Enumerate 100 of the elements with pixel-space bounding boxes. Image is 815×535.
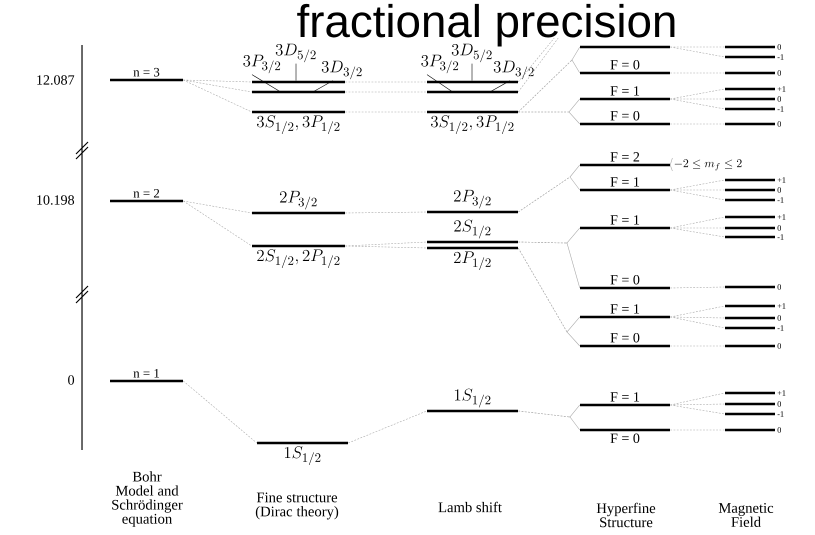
node-label: $2S_{1/2}$ — [454, 220, 490, 238]
energy-level: -1 — [725, 54, 784, 60]
node-label: $2S_{1/2}, 2P_{1/2}$ — [257, 249, 340, 268]
dashed-connector — [670, 190, 726, 200]
node-label: F = 1 — [610, 304, 640, 314]
node-label: n = 3 — [134, 68, 160, 76]
axis-value: 10.198 — [37, 195, 74, 205]
node-label: F = 0 — [610, 332, 640, 342]
split-connector — [518, 242, 580, 288]
node-label: $1S_{1/2}$ — [284, 446, 320, 466]
node-label: +1 — [778, 86, 786, 92]
node-label: F = 0 — [610, 274, 640, 284]
dashed-connector — [182, 200, 252, 214]
energy-level: 0 — [725, 44, 781, 50]
energy-level: -1 — [725, 197, 784, 203]
energy-level: $2S_{1/2}$ — [427, 220, 518, 244]
dashed-connector — [518, 38, 559, 92]
node-label: -1 — [778, 411, 784, 417]
node-label: -1 — [778, 325, 784, 331]
dashed-connector — [348, 410, 428, 444]
column-caption: Bohr Model and Schrödinger equation — [112, 471, 183, 527]
dashed-connector — [344, 246, 428, 248]
node-label: $1S_{1/2}$ — [454, 388, 490, 408]
node-label: F = 2 — [610, 152, 640, 162]
energy-level-bar — [252, 90, 345, 94]
column-caption: Fine structure (Dirac theory) — [256, 492, 338, 520]
split-connector — [518, 60, 580, 112]
energy-level: 0 — [725, 96, 781, 102]
node-label: +1 — [778, 303, 786, 309]
energy-level: 0 — [725, 225, 781, 231]
node-label: 0 — [778, 427, 782, 433]
node-label: $2P_{3/2}$ — [280, 190, 317, 210]
energy-level: F = 0 — [580, 60, 670, 74]
energy-level-bar — [427, 80, 518, 84]
energy-level: $3S_{1/2}, 3P_{1/2}$ — [252, 110, 345, 134]
node-label: 0 — [778, 225, 782, 231]
energy-level: -1 — [725, 106, 784, 112]
node-label: 0 — [778, 70, 782, 76]
dashed-connector — [670, 404, 726, 414]
energy-level: F = 0 — [580, 110, 670, 126]
node-label: F = 0 — [610, 60, 640, 70]
node-label: -1 — [778, 197, 784, 203]
dashed-connector — [670, 286, 726, 288]
energy-level: F = 0 — [580, 274, 670, 290]
dashed-connector — [182, 80, 252, 112]
dashed-connector — [670, 72, 726, 74]
leader-line — [489, 80, 510, 92]
node-label: n = 1 — [134, 368, 160, 378]
energy-level: $2P_{1/2}$ — [427, 246, 518, 270]
energy-level: +1 — [725, 303, 786, 309]
dashed-connector — [670, 46, 726, 58]
dashed-connector — [518, 38, 555, 82]
energy-level: $1S_{1/2}$ — [427, 388, 518, 412]
axis-value: 12.087 — [37, 75, 74, 85]
energy-level: F = 1 — [580, 392, 670, 406]
energy-level: 0 — [725, 401, 781, 407]
energy-level: $2P_{3/2}$ — [427, 190, 518, 214]
node-label: 0 — [778, 187, 782, 193]
node-label: F = 1 — [610, 392, 640, 402]
node-label: $3S_{1/2}, 3P_{1/2}$ — [257, 115, 340, 134]
energy-level: +1 — [725, 390, 786, 396]
dashed-connector — [670, 404, 726, 406]
split-connector — [518, 176, 580, 212]
column-caption: Hyperfine Structure — [596, 502, 656, 528]
dashed-connector — [182, 200, 252, 246]
leader-line — [426, 74, 454, 92]
energy-level: 0 — [725, 284, 781, 290]
node-label: 0 — [778, 284, 782, 290]
energy-level: -1 — [725, 411, 784, 417]
column-caption: Magnetic Field — [718, 503, 774, 527]
energy-level: -1 — [725, 325, 784, 331]
energy-level: $2P_{3/2}$ — [252, 190, 345, 214]
energy-level: 0 — [725, 70, 781, 76]
level-label: $3D_{3/2}$ — [322, 60, 362, 80]
node-label: 0 — [778, 315, 782, 321]
energy-level-bar — [427, 90, 518, 94]
node-label: +1 — [778, 177, 786, 183]
node-label: F = 1 — [610, 177, 640, 186]
node-label: F = 0 — [610, 110, 640, 120]
energy-level: +1 — [725, 86, 786, 92]
axis-value: 0 — [68, 375, 74, 385]
energy-level: 0 — [725, 343, 781, 349]
dashed-connector — [182, 380, 258, 444]
dashed-connector — [182, 80, 252, 82]
energy-level: $2S_{1/2}, 2P_{1/2}$ — [252, 244, 345, 268]
energy-level: F = 1 — [580, 215, 670, 230]
split-lines — [670, 158, 673, 172]
node-label: 0 — [778, 44, 782, 50]
node-label: F = 1 — [610, 215, 640, 224]
node-label: -1 — [778, 234, 784, 240]
energy-level: 0 — [725, 315, 781, 321]
energy-level: $1S_{1/2}$ — [257, 442, 348, 466]
energy-level: 0 — [725, 121, 781, 127]
node-label: n = 2 — [134, 188, 160, 198]
dashed-connector — [670, 98, 726, 100]
level-label: $-2 \le m_f \le 2$ — [674, 159, 742, 171]
leader-line — [312, 80, 334, 92]
node-label: F = 1 — [610, 86, 640, 96]
energy-level: 0 — [725, 427, 781, 433]
energy-level: F = 1 — [580, 304, 670, 318]
